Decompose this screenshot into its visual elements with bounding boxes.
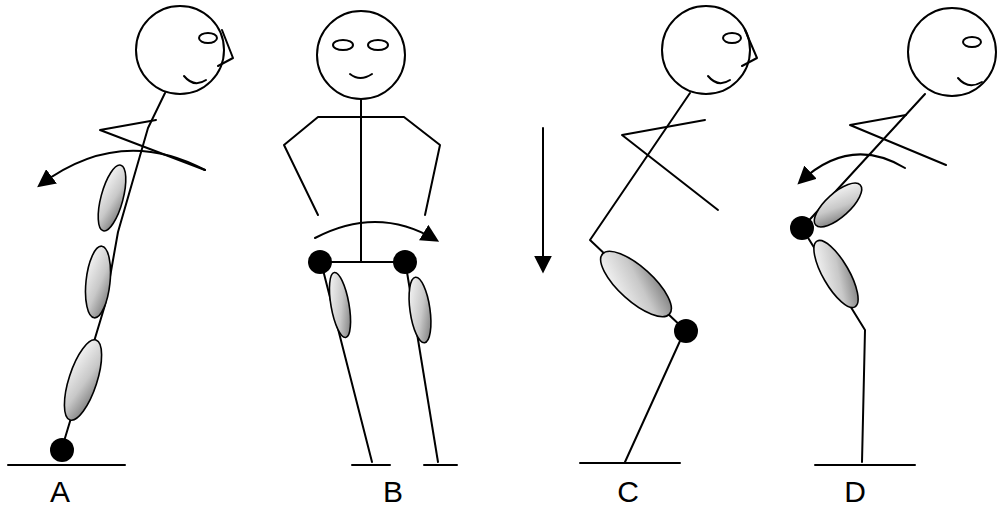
pivot-joint (308, 250, 332, 274)
body-line (360, 99, 362, 262)
downward-arrow (542, 128, 544, 270)
figure-a (8, 6, 233, 465)
figure-d (790, 8, 996, 465)
pivot-joint (393, 250, 417, 274)
head (136, 6, 224, 94)
label-slot: A (50, 477, 70, 507)
mouth (350, 74, 372, 78)
ground-line (8, 464, 125, 466)
label-slot: D (844, 477, 866, 507)
eye (963, 37, 981, 47)
muscle (93, 162, 132, 233)
rotation-arrow (315, 222, 436, 240)
eye (333, 40, 353, 50)
muscle (325, 271, 354, 339)
muscle (406, 276, 435, 344)
arm (622, 120, 718, 210)
pivot-joint (790, 216, 814, 240)
pivot-joint (674, 319, 698, 343)
panel-letter: A (50, 477, 70, 507)
muscle (82, 245, 113, 319)
head (662, 6, 750, 94)
ground-line (580, 462, 680, 464)
head (317, 11, 405, 99)
arm (850, 115, 946, 165)
mouth (708, 76, 730, 83)
panel-letter: C (617, 477, 639, 507)
pivot-joint (50, 438, 74, 462)
mouth (958, 78, 982, 85)
nose (218, 30, 233, 66)
muscle (57, 336, 110, 425)
figure-b (284, 11, 457, 465)
muscle (591, 241, 681, 326)
muscle (808, 176, 869, 234)
pelvis-line (320, 261, 405, 263)
muscle (806, 235, 867, 314)
ground-line (424, 464, 457, 466)
leg (322, 266, 372, 462)
panel-letter: D (844, 477, 866, 507)
shoulders-arms (284, 117, 440, 215)
rotation-arrow (800, 154, 905, 182)
figure-c (580, 6, 757, 463)
eye (368, 40, 388, 50)
rotation-arrow (40, 151, 205, 185)
ground-line (815, 464, 915, 466)
head (908, 8, 996, 96)
nose (742, 30, 757, 66)
label-slot: B (383, 477, 403, 507)
label-slot: C (617, 477, 639, 507)
leg (406, 266, 438, 462)
mouth (184, 76, 206, 83)
eye (199, 33, 217, 43)
eye (723, 33, 741, 43)
ground-line (352, 464, 390, 466)
panel-letter: B (383, 477, 403, 507)
